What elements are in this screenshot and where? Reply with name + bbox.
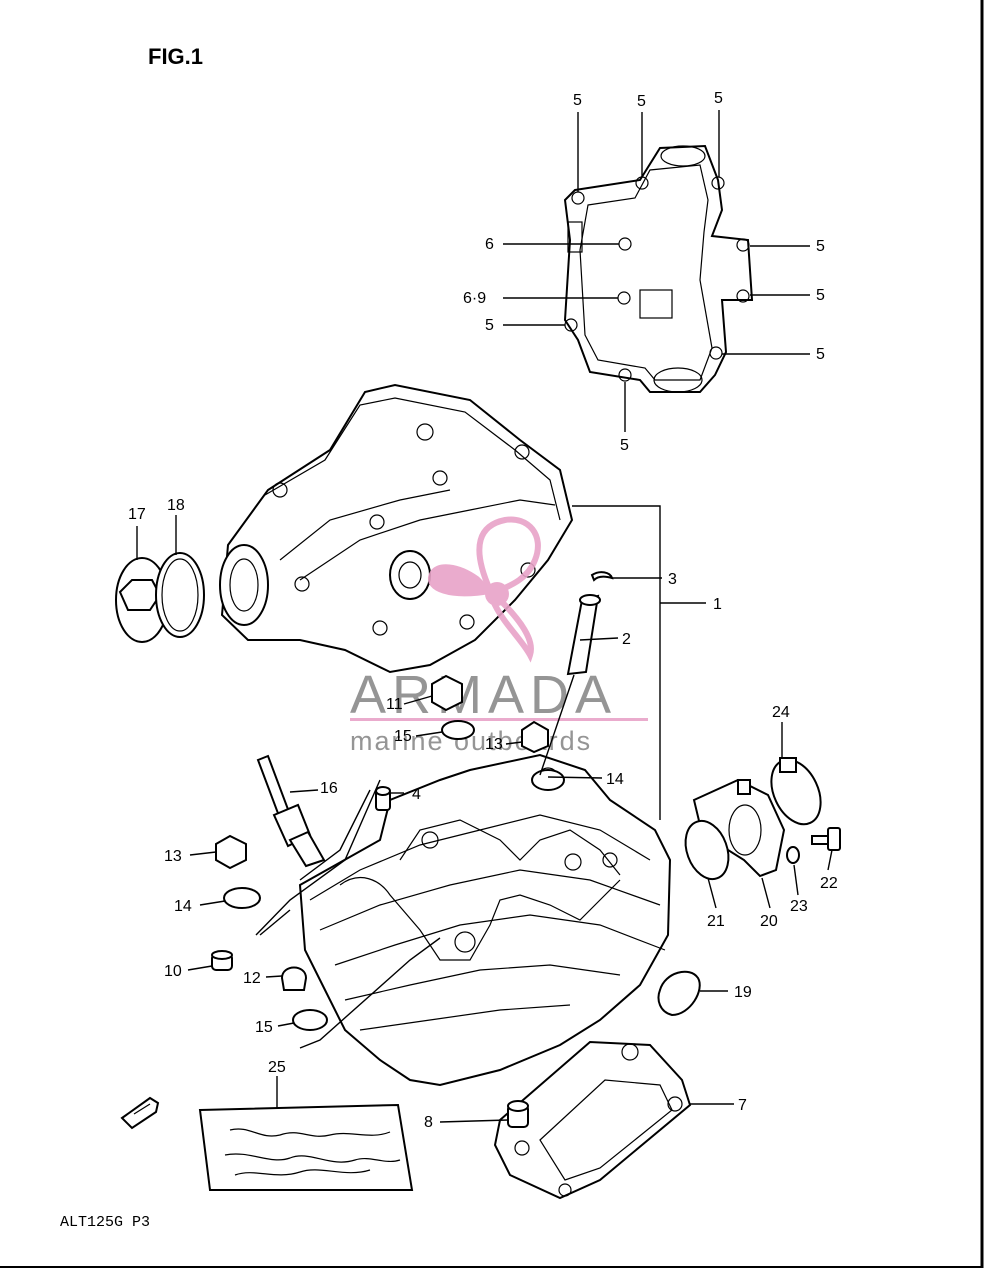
oil-filler-cap: [115, 557, 169, 643]
callout-5: 5: [714, 90, 723, 107]
bolt-stud: [211, 950, 233, 971]
watermark-underline: [350, 718, 648, 721]
callout-5: 5: [485, 317, 494, 334]
callout-5: 5: [573, 92, 582, 109]
washer: [223, 887, 261, 909]
callout-12: 12: [243, 970, 261, 987]
callout-1: 1: [713, 596, 722, 613]
callout-4: 4: [412, 786, 421, 803]
leaders-top: [503, 110, 810, 432]
propeller-blade-right: [491, 595, 534, 663]
callout-5: 5: [816, 287, 825, 304]
callout-13: 13: [485, 736, 503, 753]
callout-24: 24: [772, 704, 790, 721]
intake-o-ring: [684, 819, 730, 881]
callout-14: 14: [174, 898, 192, 915]
nut: [521, 720, 549, 754]
callout-21: 21: [707, 913, 725, 930]
callout-22: 22: [820, 875, 838, 892]
callout-19: 19: [734, 984, 752, 1001]
gasket-set-bag: [198, 1103, 414, 1191]
callout-13: 13: [164, 848, 182, 865]
figure-title: FIG.1: [148, 44, 203, 69]
washer: [441, 720, 475, 740]
callout-23: 23: [790, 898, 808, 915]
clamp-screw: [811, 827, 841, 851]
propeller-blade-top: [476, 516, 541, 593]
dowel-pin-small: [375, 786, 391, 811]
figure-code: ALT125G P3: [60, 1214, 150, 1231]
callout-5: 5: [816, 238, 825, 255]
callout-15: 15: [255, 1019, 273, 1036]
callout-6-9: 6·9: [463, 290, 486, 307]
callout-5: 5: [620, 437, 629, 454]
callouts-main: 1 2 3 4 7 8 10 11 12 13 13 14 14 15 15 1…: [128, 497, 838, 1131]
dowel-pin: [507, 1100, 529, 1128]
washer: [531, 769, 565, 791]
lock-washer: [786, 846, 800, 864]
callouts-top: 5 5 5 6 5 6·9 5 5 5 5: [463, 90, 825, 454]
leaders-main: [136, 505, 833, 1123]
cap-nut: [280, 966, 308, 991]
washer: [292, 1009, 328, 1031]
nut: [215, 834, 247, 870]
plug-cap: [657, 970, 701, 1017]
propeller-hub-icon: [485, 582, 509, 606]
callout-5: 5: [637, 93, 646, 110]
callout-18: 18: [167, 497, 185, 514]
front-arrow-icon: [120, 1096, 160, 1130]
spark-plug: [256, 754, 326, 868]
propeller-blade-left: [427, 564, 496, 597]
callout-2: 2: [622, 631, 631, 648]
head-cover-gasket: [563, 144, 754, 393]
callout-25: 25: [268, 1059, 286, 1076]
callout-15: 15: [394, 728, 412, 745]
callout-6: 6: [485, 236, 494, 253]
o-ring: [155, 552, 205, 638]
callout-5: 5: [816, 346, 825, 363]
intake-clamp: [770, 757, 822, 826]
callout-8: 8: [424, 1114, 433, 1131]
callout-17: 17: [128, 506, 146, 523]
cylinder-head: [298, 753, 672, 1087]
callout-10: 10: [164, 963, 182, 980]
callout-20: 20: [760, 913, 778, 930]
callout-14: 14: [606, 771, 624, 788]
valve-guide: [566, 594, 601, 676]
cylinder-gasket: [493, 1040, 692, 1200]
callout-16: 16: [320, 780, 338, 797]
valve-guide-circlip: [590, 571, 614, 582]
callout-3: 3: [668, 571, 677, 588]
callout-11: 11: [386, 696, 403, 713]
callout-7: 7: [738, 1097, 747, 1114]
cap-nut: [431, 674, 463, 712]
cylinder-head-cover: [219, 383, 574, 674]
